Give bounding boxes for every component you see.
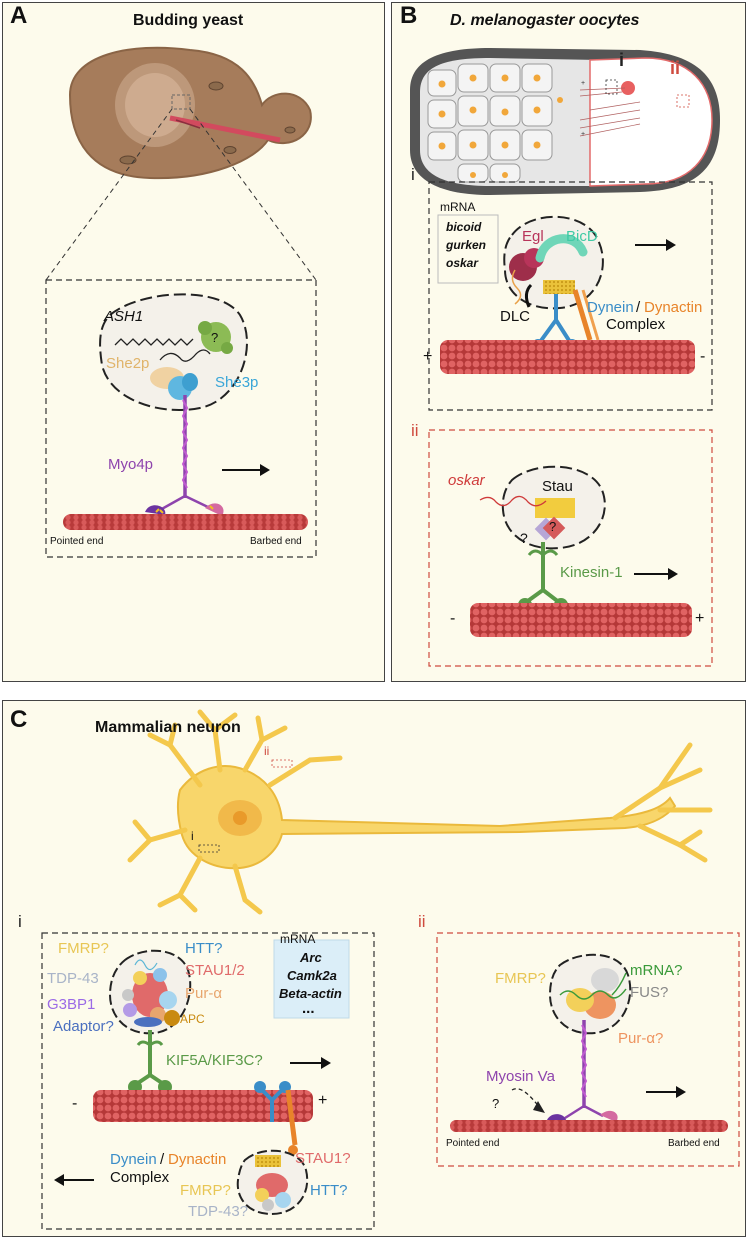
b-slash: / <box>636 299 641 316</box>
actin-filament-a <box>63 514 308 530</box>
c-mrna-ellipsis: ... <box>302 1000 315 1017</box>
c-g3bp1-label: G3BP1 <box>47 996 96 1013</box>
microtubule-b-i <box>440 340 695 374</box>
c-ii-pointed-end-label: Pointed end <box>446 1138 500 1149</box>
c-i-plus: + <box>318 1092 328 1109</box>
she2p-label: She2p <box>106 355 150 372</box>
b-mrna-bicoid: bicoid <box>446 220 482 234</box>
c-tdp43-2-label: TDP-43? <box>188 1203 249 1220</box>
c-ii-barbed-end-label: Barbed end <box>668 1138 720 1149</box>
c-apc-label: APC <box>180 1012 205 1026</box>
b-ii-plus: + <box>695 610 705 627</box>
inset-b-ii-roman: ii <box>411 421 419 440</box>
panel-c-title: Mammalian neuron <box>95 719 241 736</box>
stau-label: Stau <box>542 478 573 495</box>
panel-b-title: D. melanogaster oocytes <box>450 12 640 29</box>
neuron-marker-i: i <box>191 829 194 843</box>
neuron <box>127 709 713 915</box>
panel-a-label: A <box>10 2 28 29</box>
oocyte-marker-i: i <box>619 50 625 70</box>
question-mark-b2: ? <box>549 519 557 534</box>
panel-b-label: B <box>400 2 418 29</box>
c-fmrp-label: FMRP? <box>58 940 109 957</box>
c-pur-alpha-label: Pur-α <box>185 985 223 1002</box>
c-complex-label: Complex <box>110 1169 170 1186</box>
inset-b-i-roman: i <box>411 165 415 184</box>
c-ii-pur-alpha-label: Pur-α? <box>618 1030 664 1047</box>
question-mark-b1: ? <box>520 530 528 546</box>
oskar-label: oskar <box>448 472 485 489</box>
b-dynactin-label: Dynactin <box>644 299 703 316</box>
neuron-marker-ii: ii <box>264 744 270 758</box>
question-mark-a: ? <box>211 330 219 345</box>
b-dynein-label: Dynein <box>587 299 634 316</box>
b-mrna-label: mRNA <box>440 200 476 214</box>
ash1-label: ASH1 <box>104 308 144 325</box>
c-dynactin-label: Dynactin <box>168 1151 227 1168</box>
c-tdp43-label: TDP-43 <box>47 970 99 987</box>
pointed-end-label: Pointed end <box>50 536 104 547</box>
c-slash: / <box>160 1151 165 1168</box>
kinesin-label: Kinesin-1 <box>560 564 623 581</box>
inset-c-ii-roman: ii <box>418 912 426 931</box>
b-mrna-gurken: gurken <box>446 238 487 252</box>
c-htt-label: HTT? <box>185 940 223 957</box>
c-kif5a-label: KIF5A/KIF3C? <box>166 1052 263 1069</box>
b-i-minus: - <box>700 348 706 365</box>
inset-c-i-roman: i <box>18 912 22 931</box>
b-complex-label: Complex <box>606 316 666 333</box>
c-dynein-label: Dynein <box>110 1151 157 1168</box>
microtubule-c-i <box>93 1090 313 1122</box>
c-mrna-label: mRNA <box>280 932 316 946</box>
b-ii-minus: - <box>450 610 456 627</box>
microtubule-b-ii <box>470 603 692 637</box>
c-mrna-camk2a: Camk2a <box>287 968 337 983</box>
c-mrna-arc: Arc <box>300 950 322 965</box>
c-ii-question: ? <box>492 1096 500 1111</box>
inset-a-box <box>45 279 317 558</box>
she3p-label: She3p <box>215 374 259 391</box>
barbed-end-label: Barbed end <box>250 536 302 547</box>
egl-label: Egl <box>522 228 544 245</box>
c-i-minus: - <box>72 1095 78 1112</box>
svg-text:+: + <box>581 80 585 87</box>
c-htt2-label: HTT? <box>310 1182 348 1199</box>
c-ii-myosin-label: Myosin Va <box>486 1068 555 1085</box>
dlc-label: DLC <box>500 308 531 325</box>
c-stau12-label: STAU1/2 <box>185 962 245 979</box>
c-adaptor-label: Adaptor? <box>53 1018 114 1035</box>
c-stau1-label: STAU1? <box>295 1150 351 1167</box>
c-ii-fmrp-label: FMRP? <box>495 970 546 987</box>
c-mrna-beta-actin: Beta-actin <box>279 986 342 1001</box>
oocyte: + + <box>410 48 720 195</box>
svg-text:+: + <box>581 131 585 138</box>
panel-c-label: C <box>10 706 28 733</box>
myo4p-label: Myo4p <box>108 456 154 473</box>
panel-a-title: Budding yeast <box>133 12 244 29</box>
b-i-plus: + <box>423 348 433 365</box>
bicd-label: BicD <box>566 228 598 245</box>
b-mrna-oskar: oskar <box>446 256 479 270</box>
oocyte-marker-ii: ii <box>670 58 681 78</box>
c-ii-fus-label: FUS? <box>630 984 669 1001</box>
c-fmrp2-label: FMRP? <box>180 1182 231 1199</box>
c-ii-mrna-label: mRNA? <box>630 962 683 979</box>
yeast-cell <box>68 46 312 180</box>
actin-filament-c-ii <box>450 1120 728 1132</box>
